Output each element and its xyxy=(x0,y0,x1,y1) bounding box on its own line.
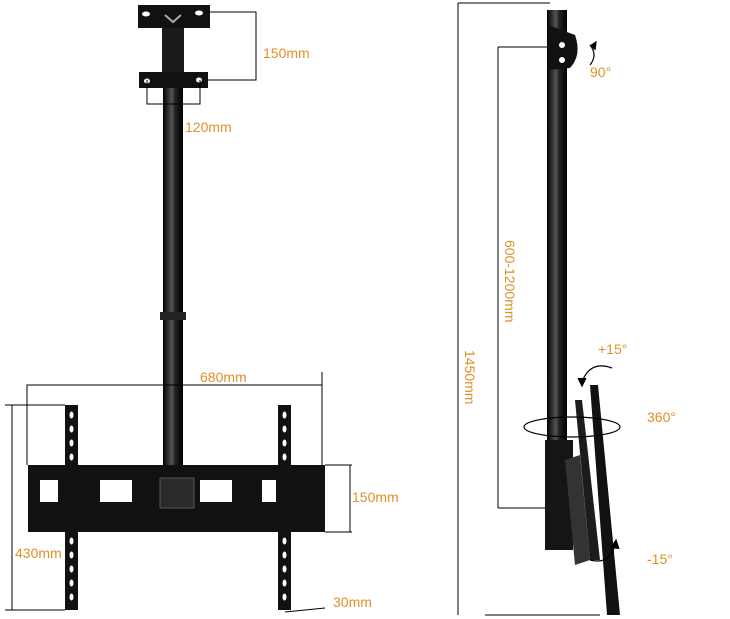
dimension-lines xyxy=(5,11,352,613)
rail-hole xyxy=(69,425,74,433)
tv-plate xyxy=(590,385,620,615)
pole-joint xyxy=(160,312,186,320)
angle-ceiling-tilt: 90° xyxy=(590,64,612,80)
pole xyxy=(163,20,183,470)
dim-arm-width: 680mm xyxy=(200,369,247,385)
rail-hole xyxy=(282,453,287,461)
dim-rail-height: 430mm xyxy=(15,545,62,561)
dim-total-height: 1450mm xyxy=(462,350,478,405)
rail-hole xyxy=(282,551,287,559)
rail-hole xyxy=(69,579,74,587)
angle-tilt-down: -15° xyxy=(647,551,673,567)
rail-hole xyxy=(69,551,74,559)
dim-ceiling-plate-height: 150mm xyxy=(263,45,310,61)
rail-hole xyxy=(282,439,287,447)
ceiling-plate-top xyxy=(138,5,210,28)
dim-pole-range: 600-1200mm xyxy=(502,240,518,323)
side-view xyxy=(457,2,621,616)
rail-right xyxy=(278,405,291,610)
angle-tilt-up: +15° xyxy=(598,341,628,357)
rail-hole xyxy=(69,411,74,419)
front-view xyxy=(5,5,352,613)
rail-hole xyxy=(69,453,74,461)
motion-arrows xyxy=(523,40,621,562)
angle-swivel: 360° xyxy=(647,409,676,425)
rail-hole xyxy=(282,579,287,587)
rail-hole xyxy=(282,565,287,573)
rail-left xyxy=(65,405,78,610)
rail-hole xyxy=(69,537,74,545)
dim-rail-depth: 30mm xyxy=(333,594,372,610)
rail-hole xyxy=(282,411,287,419)
rail-hole xyxy=(282,537,287,545)
rail-hole xyxy=(282,593,287,601)
dim-ceiling-plate-width: 120mm xyxy=(185,119,232,135)
dim-crossbar-height: 150mm xyxy=(352,489,399,505)
rail-hole xyxy=(282,425,287,433)
rail-hole xyxy=(69,439,74,447)
ceiling-plate-bottom xyxy=(139,72,208,88)
rail-hole xyxy=(69,565,74,573)
rail-hole xyxy=(69,593,74,601)
